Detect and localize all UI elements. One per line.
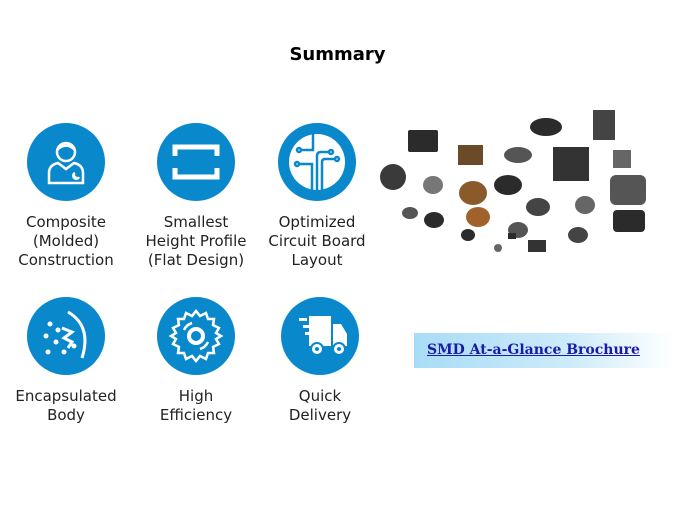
- feature-label: Construction: [18, 251, 114, 269]
- encapsulation-icon: [27, 297, 105, 375]
- brochure-link-box: SMD At-a-Glance Brochure: [414, 333, 674, 368]
- feature-label: Efficiency: [159, 406, 233, 424]
- feature-label: Layout: [291, 251, 343, 269]
- flat-profile-icon: [157, 123, 235, 201]
- feature-label: (Molded): [32, 232, 100, 250]
- feature-label: Smallest: [163, 213, 229, 231]
- delivery-truck-icon: [281, 297, 359, 375]
- engineer-icon: [27, 123, 105, 201]
- feature-label: (Flat Design): [147, 251, 245, 269]
- feature-label: Delivery: [288, 406, 352, 424]
- feature-label: Body: [47, 406, 85, 424]
- inductor-products-image: [378, 105, 673, 270]
- smd-brochure-link[interactable]: SMD At-a-Glance Brochure: [427, 342, 640, 358]
- feature-label: High: [178, 387, 214, 405]
- feature-label: Height Profile: [145, 232, 247, 250]
- feature-label: Encapsulated: [15, 387, 117, 405]
- feature-label: Quick: [298, 387, 342, 405]
- feature-label: Composite: [25, 213, 107, 231]
- feature-label: Optimized: [278, 213, 356, 231]
- gear-efficiency-icon: [157, 297, 235, 375]
- page-title: Summary: [289, 44, 386, 65]
- feature-label: Circuit Board: [268, 232, 366, 250]
- circuit-board-icon: [278, 123, 356, 201]
- feature-composite: Composite(Molded)Construction: [1, 123, 131, 270]
